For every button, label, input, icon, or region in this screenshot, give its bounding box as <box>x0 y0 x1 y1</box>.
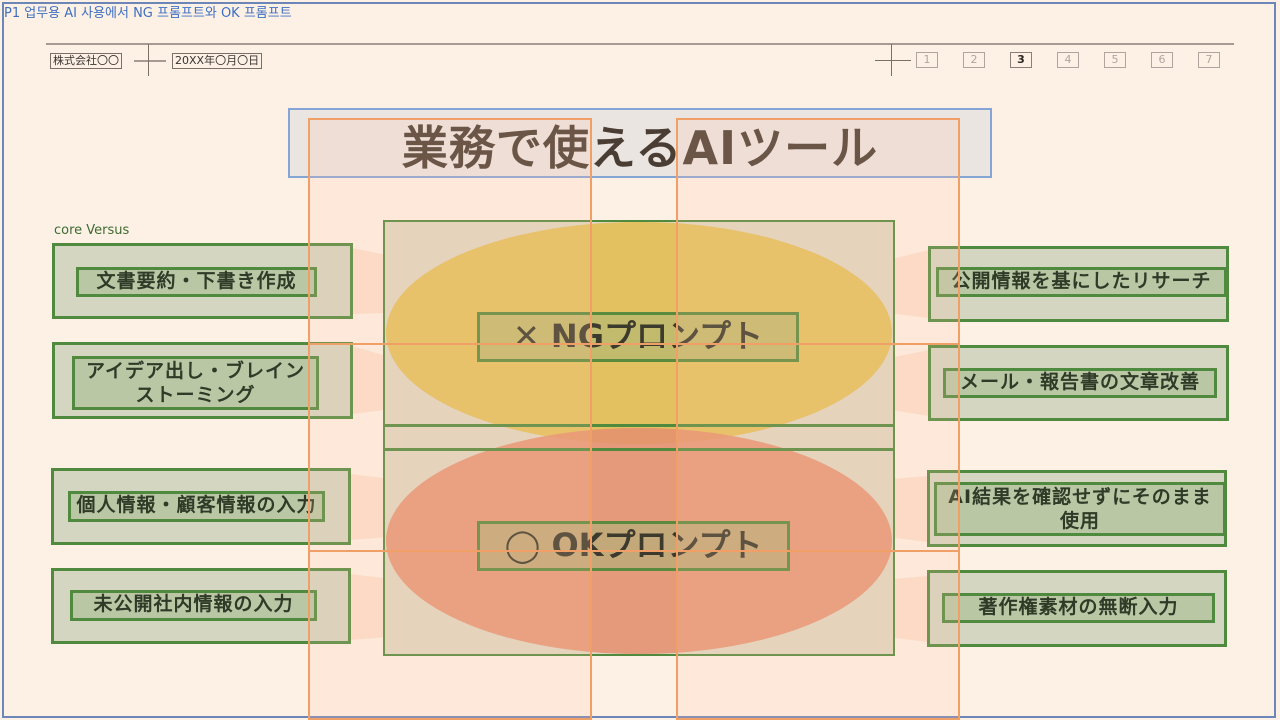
guide-row-top <box>308 343 960 345</box>
ng-prompt-label: ✕ NGプロンプト <box>477 312 799 362</box>
left-card-3-label: 個人情報・顧客情報の入力 <box>68 491 325 522</box>
right-card-3-label: AI結果を確認せずにそのまま使用 <box>934 482 1226 536</box>
right-card-1-label: 公開情報を基にしたリサーチ <box>936 267 1227 297</box>
pager-crosshair-v <box>891 44 892 76</box>
divider-bottom <box>384 448 894 451</box>
left-card-1-label: 文書要約・下書き作成 <box>76 267 317 297</box>
left-card-2-label: アイデア出し・ブレインストーミング <box>72 356 319 410</box>
right-card-4-label: 著作権素材の無断入力 <box>942 593 1215 623</box>
slide-label: P1 업무용 AI 사용에서 NG 프롬프트와 OK 프롬프트 <box>4 6 292 21</box>
page-4-button[interactable]: 4 <box>1057 52 1079 68</box>
company-name: 株式会社〇〇 <box>50 53 122 69</box>
page-7-button[interactable]: 7 <box>1198 52 1220 68</box>
header-rule <box>46 43 1234 45</box>
divider-top <box>384 424 894 427</box>
ok-prompt-label: ◯ OKプロンプト <box>477 521 790 571</box>
date-field: 20XX年〇月〇日 <box>172 53 263 69</box>
header-divider <box>148 44 149 76</box>
header-connector <box>134 60 166 62</box>
page-5-button[interactable]: 5 <box>1104 52 1126 68</box>
core-label: core Versus <box>54 223 130 238</box>
right-card-2-label: メール・報告書の文章改善 <box>943 368 1217 398</box>
page-1-button[interactable]: 1 <box>916 52 938 68</box>
page-3-button[interactable]: 3 <box>1010 52 1032 68</box>
pager-crosshair-h <box>875 60 911 61</box>
page-6-button[interactable]: 6 <box>1151 52 1173 68</box>
guide-row-bottom <box>308 550 960 552</box>
page-2-button[interactable]: 2 <box>963 52 985 68</box>
left-card-4-label: 未公開社内情報の入力 <box>70 590 317 621</box>
page-title: 業務で使えるAIツール <box>401 121 879 175</box>
